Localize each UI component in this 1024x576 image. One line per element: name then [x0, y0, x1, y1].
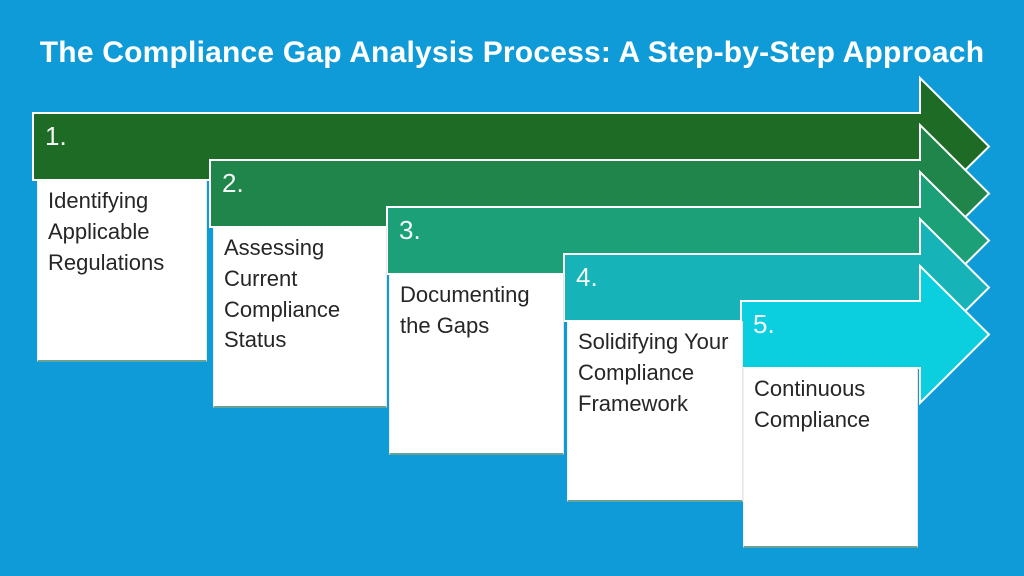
step-1-number: 1.: [45, 121, 67, 151]
step-2-label-box: Assessing Current Compliance Status: [213, 227, 387, 408]
step-5-label-box: Continuous Compliance: [743, 368, 918, 548]
step-2-number: 2.: [222, 168, 244, 198]
step-4-number: 4.: [576, 262, 598, 292]
step-3-number: 3.: [399, 215, 421, 245]
page-title: The Compliance Gap Analysis Process: A S…: [39, 36, 985, 69]
step-5-number: 5.: [753, 309, 775, 339]
step-4-label-box: Solidifying Your Compliance Framework: [567, 321, 743, 502]
step-1-label-box: Identifying Applicable Regulations: [37, 180, 207, 362]
step-3-label-box: Documenting the Gaps: [389, 274, 564, 455]
